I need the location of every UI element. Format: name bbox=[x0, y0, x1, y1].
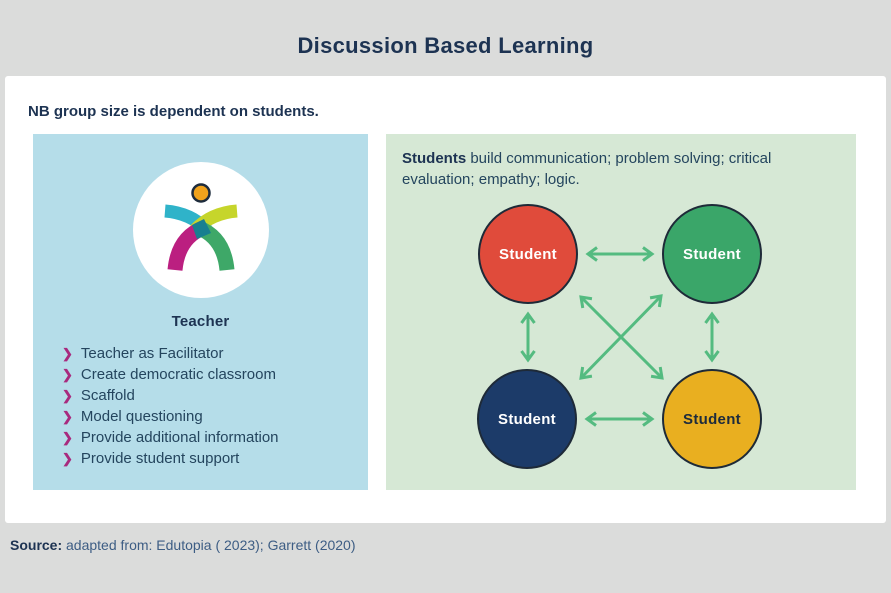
chevron-bullet-icon: ❯ bbox=[62, 346, 73, 361]
list-item: ❯ Provide additional information bbox=[62, 427, 368, 448]
student-node: Student bbox=[662, 204, 762, 304]
students-intro: Students build communication; problem so… bbox=[402, 148, 802, 190]
student-node-label: Student bbox=[499, 245, 557, 263]
list-item: ❯ Scaffold bbox=[62, 385, 368, 406]
list-item-label: Scaffold bbox=[80, 387, 135, 404]
list-item-label: Teacher as Facilitator bbox=[80, 345, 224, 362]
list-item-label: Provide additional information bbox=[80, 429, 279, 446]
note-text: NB group size is dependent on students. bbox=[28, 103, 319, 120]
connection-arrows bbox=[520, 246, 720, 427]
list-item-label: Create democratic classroom bbox=[80, 366, 276, 383]
list-item: ❯ Provide student support bbox=[62, 448, 368, 469]
list-item-label: Model questioning bbox=[80, 408, 203, 425]
student-node: Student bbox=[477, 369, 577, 469]
list-item: ❯ Teacher as Facilitator bbox=[62, 343, 368, 364]
teacher-heading: Teacher bbox=[171, 313, 230, 330]
page-title: Discussion Based Learning bbox=[297, 33, 594, 58]
source-label: Source: bbox=[10, 537, 63, 553]
chevron-bullet-icon: ❯ bbox=[62, 409, 73, 424]
chevron-bullet-icon: ❯ bbox=[62, 430, 73, 445]
list-item-label: Provide student support bbox=[80, 450, 240, 467]
chevron-bullet-icon: ❯ bbox=[62, 367, 73, 382]
teacher-panel: Teacher ❯ Teacher as Facilitator ❯ Creat… bbox=[33, 134, 368, 490]
arrow-diagonal-tr-bl bbox=[579, 294, 663, 380]
students-intro-rest: build communication; problem solving; cr… bbox=[402, 150, 772, 188]
student-node-label: Student bbox=[683, 410, 741, 428]
students-panel: Students build communication; problem so… bbox=[386, 134, 856, 490]
student-node-label: Student bbox=[683, 245, 741, 263]
list-item: ❯ Create democratic classroom bbox=[62, 364, 368, 385]
teacher-icon-disc bbox=[132, 162, 269, 298]
teacher-figure-icon bbox=[163, 183, 238, 271]
student-node: Student bbox=[478, 204, 578, 304]
source-line: Source: adapted from: Edutopia ( 2023); … bbox=[10, 537, 356, 553]
students-intro-bold: Students bbox=[402, 150, 467, 167]
chevron-bullet-icon: ❯ bbox=[62, 451, 73, 466]
teacher-list: ❯ Teacher as Facilitator ❯ Create democr… bbox=[33, 343, 368, 469]
chevron-bullet-icon: ❯ bbox=[62, 388, 73, 403]
student-node-label: Student bbox=[498, 410, 556, 428]
source-text: adapted from: Edutopia ( 2023); Garrett … bbox=[62, 537, 356, 553]
content-card: NB group size is dependent on students. … bbox=[5, 76, 886, 523]
list-item: ❯ Model questioning bbox=[62, 406, 368, 427]
student-node: Student bbox=[662, 369, 762, 469]
